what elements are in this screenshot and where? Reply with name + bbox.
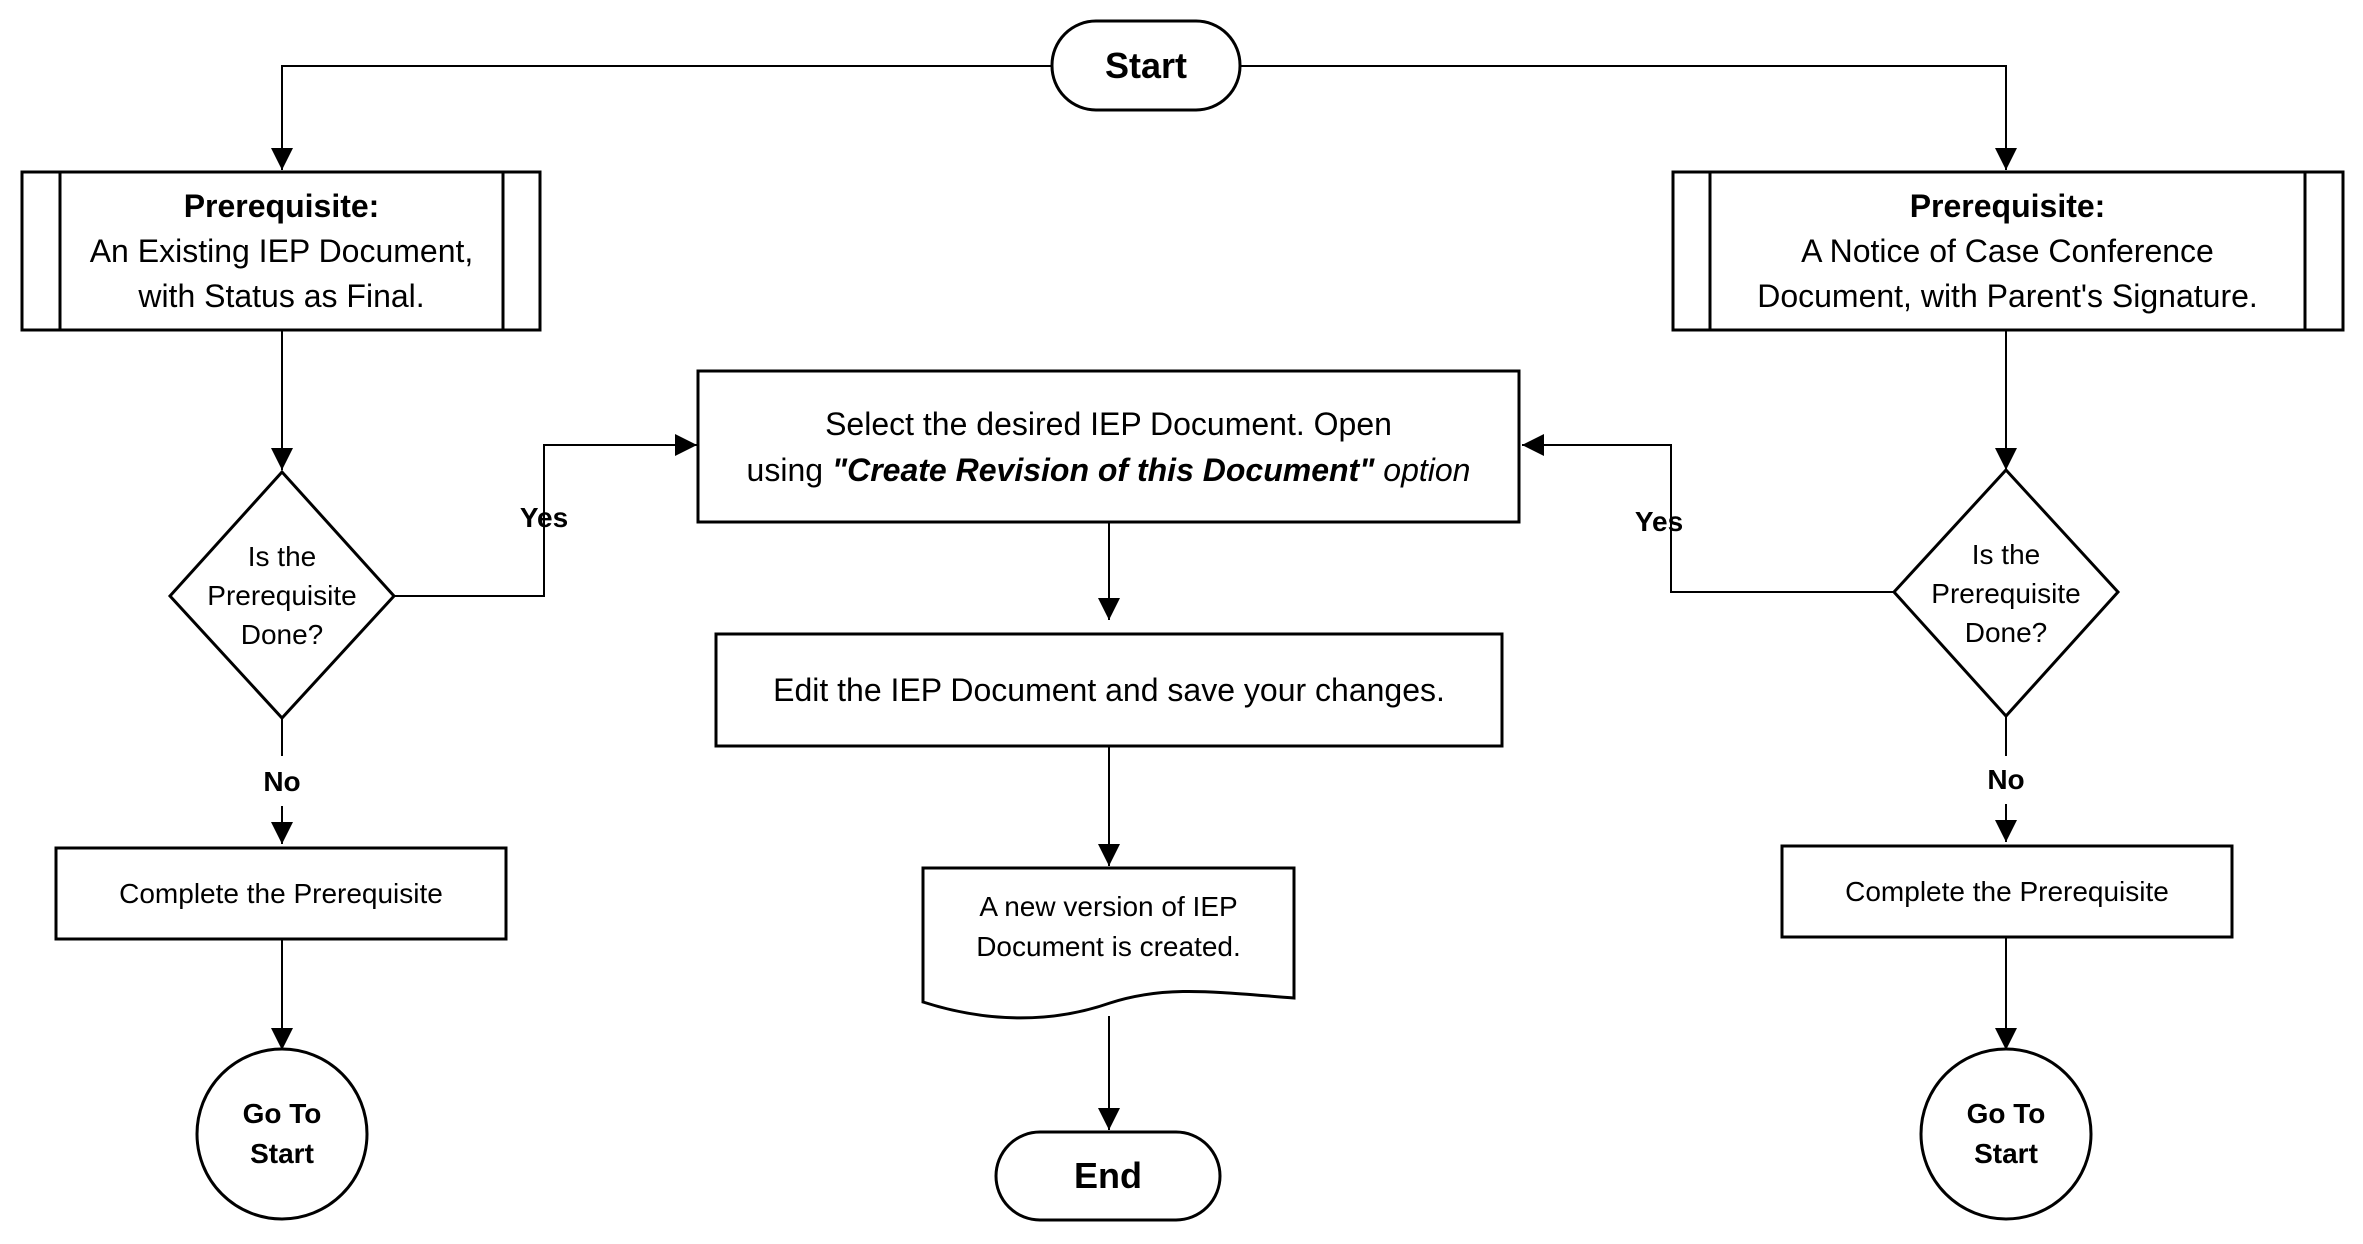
right-decision-diamond <box>1891 467 2121 719</box>
select-line2-suffix: option <box>1374 451 1471 488</box>
right-complete-box <box>1780 844 2234 939</box>
doc-line2: Document is created. <box>976 931 1241 962</box>
right-decision-line3: Done? <box>1964 616 2048 648</box>
right-decision-text: Is the Prerequisite Done? <box>1894 470 2118 716</box>
right-prereq-text: Prerequisite: A Notice of Case Conferenc… <box>1710 174 2305 328</box>
right-decision-line1: Is the <box>1971 538 2041 570</box>
connector-right-yes-to-select <box>1522 434 1894 593</box>
left-complete-label: Complete the Prerequisite <box>119 877 443 909</box>
left-prereq-line2: with Status as Final. <box>138 277 425 314</box>
left-prereq-box <box>20 170 542 332</box>
left-goto-start-text: Go To Start <box>197 1049 367 1219</box>
end-label-box: End <box>996 1132 1220 1220</box>
right-complete-text: Complete the Prerequisite <box>1782 846 2232 937</box>
left-prereq-line1: An Existing IEP Document, <box>89 232 474 269</box>
start-label-box: Start <box>1052 21 1240 110</box>
select-line1: Select the desired IEP Document. Open <box>825 405 1392 442</box>
connector-left-yes-to-select <box>394 434 697 597</box>
right-goto-line1: Go To <box>1966 1098 2046 1129</box>
right-goto-start-text: Go To Start <box>1921 1049 2091 1219</box>
end-terminator <box>994 1130 1222 1222</box>
left-yes-label: Yes <box>519 502 569 533</box>
left-goto-line2: Start <box>250 1138 314 1169</box>
left-decision-line1: Is the <box>247 540 317 572</box>
select-document-box <box>696 369 1521 524</box>
left-no-label: No <box>263 766 301 797</box>
end-label: End <box>1074 1155 1142 1196</box>
left-complete-box <box>54 846 508 941</box>
left-goto-start-circle <box>195 1047 369 1221</box>
select-line2: using "Create Revision of this Document"… <box>747 447 1471 493</box>
edit-document-box <box>714 632 1504 748</box>
left-decision-text: Is the Prerequisite Done? <box>170 472 394 718</box>
left-decision-line3: Done? <box>240 618 324 650</box>
select-document-text: Select the desired IEP Document. Open us… <box>698 371 1519 522</box>
right-prereq-line1: A Notice of Case Conference <box>1801 232 2214 269</box>
start-label: Start <box>1104 44 1188 86</box>
new-version-document-shape <box>921 866 1296 1020</box>
left-decision-line2: Prerequisite <box>207 579 357 611</box>
left-prereq-title: Prerequisite: <box>183 187 380 224</box>
right-yes-label: Yes <box>1634 506 1684 537</box>
edit-document-text: Edit the IEP Document and save your chan… <box>716 634 1502 746</box>
left-goto-line1: Go To <box>242 1098 322 1129</box>
select-line2-emphasis: "Create Revision of this Document" <box>831 451 1375 488</box>
right-prereq-box <box>1671 170 2345 332</box>
new-version-document-text: A new version of IEP Document is created… <box>923 872 1294 982</box>
left-prereq-text: Prerequisite: An Existing IEP Document, … <box>60 174 503 328</box>
right-decision-line2: Prerequisite <box>1931 577 2081 609</box>
left-decision-diamond <box>167 469 397 721</box>
right-no-label: No <box>1987 764 2025 795</box>
edit-label: Edit the IEP Document and save your chan… <box>773 671 1445 708</box>
right-goto-start-circle <box>1919 1047 2093 1221</box>
start-terminator <box>1050 19 1242 112</box>
right-complete-label: Complete the Prerequisite <box>1845 875 2169 907</box>
right-prereq-title: Prerequisite: <box>1909 187 2106 224</box>
right-prereq-line2: Document, with Parent's Signature. <box>1757 277 2258 314</box>
connector-start-to-right-prereq <box>1240 65 2017 170</box>
connector-start-to-left-prereq <box>271 65 1052 170</box>
right-goto-line2: Start <box>1974 1138 2038 1169</box>
left-complete-text: Complete the Prerequisite <box>56 848 506 939</box>
select-line2-prefix: using <box>746 451 832 488</box>
doc-line1: A new version of IEP <box>979 891 1238 922</box>
